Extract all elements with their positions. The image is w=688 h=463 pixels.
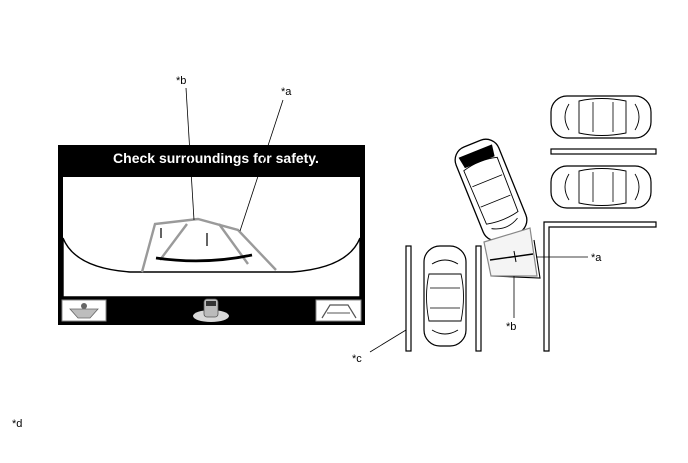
parking-lot: [405, 95, 657, 352]
guide-line-icon: [321, 304, 357, 319]
parking-line-1: [405, 245, 412, 352]
callout-b-right: *b: [506, 321, 516, 333]
parked-car-bottom: [423, 245, 467, 347]
callout-a-right: *a: [591, 252, 602, 264]
vehicle-center-guide-line: [155, 253, 253, 263]
callout-a-left: *a: [281, 86, 292, 98]
projected-guide: [483, 227, 541, 279]
parking-line-corner: [543, 221, 657, 352]
parked-car-middle: [550, 165, 652, 209]
leader-a-left: [239, 99, 284, 232]
screen-message: Check surroundings for safety.: [113, 150, 319, 166]
leader-b-left: [185, 87, 195, 221]
guide-mode-button[interactable]: [315, 299, 362, 322]
leader-c: [369, 329, 407, 353]
sensor-dot-icon: [81, 303, 87, 309]
distance-line-left: [159, 223, 188, 261]
callout-b-left: *b: [176, 75, 186, 87]
callout-c: *c: [352, 353, 362, 365]
vehicle-icon: [193, 298, 229, 322]
parking-line-2: [475, 245, 482, 352]
bumper-outline: [62, 237, 361, 298]
display-screen: Check surroundings for safety.: [58, 145, 365, 325]
reversing-car: [454, 138, 528, 242]
callout-d: *d: [12, 418, 22, 430]
fan-view-icon: [69, 308, 99, 319]
parking-line-top: [550, 148, 657, 155]
parked-car-top: [550, 95, 652, 139]
extended-vehicle-width-line: [140, 217, 277, 273]
view-switch-button[interactable]: [61, 299, 107, 322]
